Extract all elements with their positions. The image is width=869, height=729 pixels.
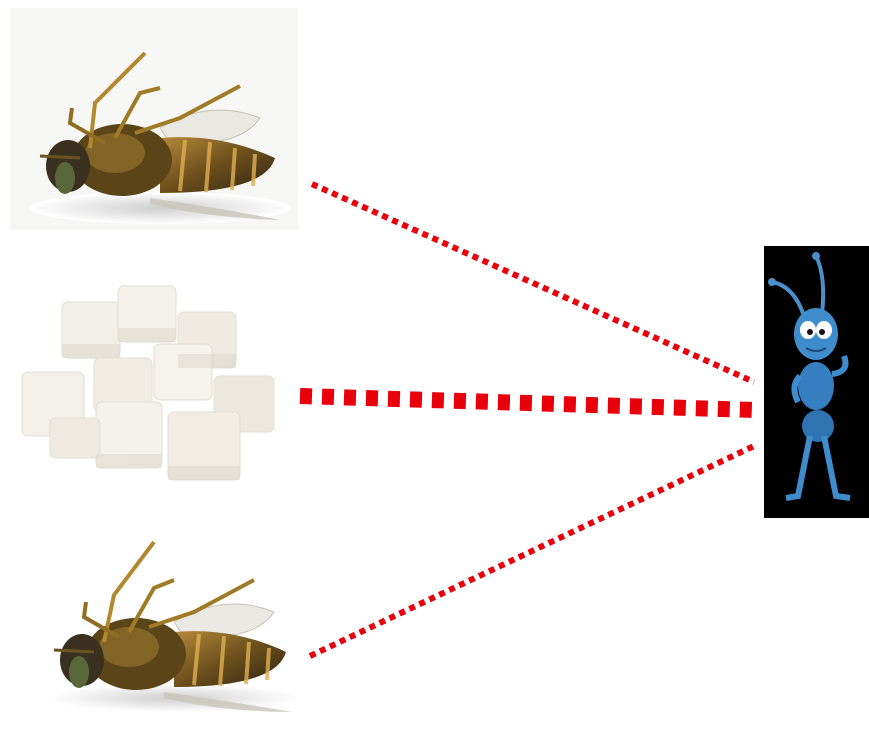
connector-fly-bottom <box>310 446 754 656</box>
connector-sugar <box>300 396 754 410</box>
connector-fly-top <box>312 184 754 382</box>
